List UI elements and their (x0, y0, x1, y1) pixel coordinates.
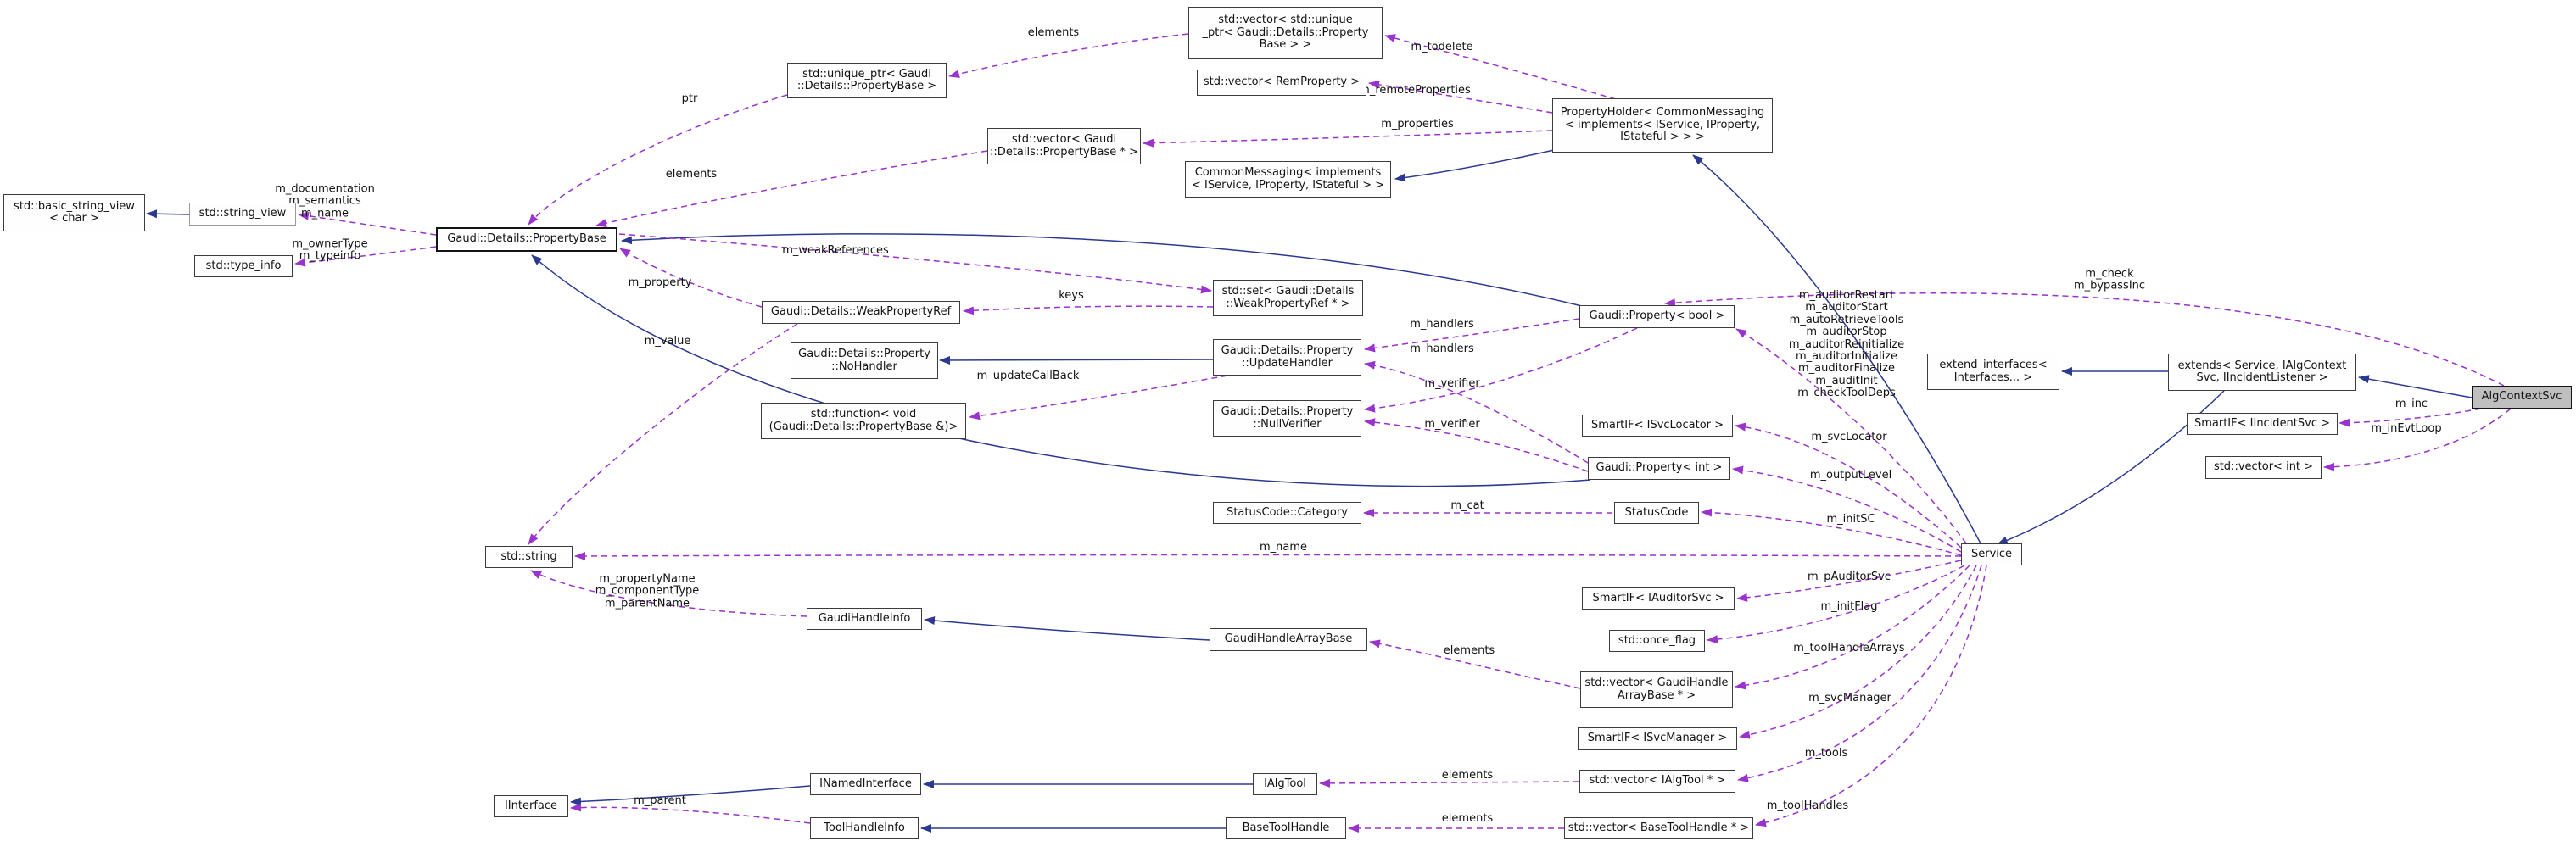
class-node-vec_rem[interactable]: std::vector< RemProperty > (1197, 70, 1366, 96)
class-node-gaudihandlearraybase[interactable]: GaudiHandleArrayBase (1210, 628, 1367, 651)
class-node-smartif_iincidentsvc[interactable]: SmartIF< IIncidentSvc > (2187, 413, 2338, 435)
class-node-extend_interfaces[interactable]: extend_interfaces< Interfaces... > (1927, 354, 2059, 390)
class-node-vec_int[interactable]: std::vector< int > (2205, 456, 2322, 479)
class-node-smartif_isvcmanager[interactable]: SmartIF< ISvcManager > (1578, 727, 1737, 750)
usage-edge-vec_ialgtool-ialgtool (1319, 778, 1580, 788)
class-node-string_view[interactable]: std::string_view (189, 203, 296, 226)
inheritance-edge-algcontextsvc-extends (2358, 375, 2473, 398)
inheritance-edge-property_int-propertybase (531, 254, 1591, 487)
usage-edge-weakpropertyref-propertybase (619, 248, 763, 308)
class-node-updatehandler[interactable]: Gaudi::Details::Property ::UpdateHandler (1213, 339, 1361, 376)
class-node-extends[interactable]: extends< Service, IAlgContext Svc, IInci… (2168, 354, 2356, 391)
class-node-uptr[interactable]: std::unique_ptr< Gaudi ::Details::Proper… (787, 63, 947, 98)
usage-edge-service-smartif_isvcmanager (1739, 565, 1977, 739)
class-node-nohandler[interactable]: Gaudi::Details::Property ::NoHandler (791, 342, 938, 379)
class-node-vec_ialgtool[interactable]: std::vector< IAlgTool * > (1579, 770, 1735, 793)
usage-edge-service-vec_ghab (1735, 565, 1970, 690)
class-node-nullverifier[interactable]: Gaudi::Details::Property ::NullVerifier (1213, 400, 1361, 437)
inheritance-edge-updatehandler-nohandler (939, 355, 1214, 365)
usage-edge-algcontextsvc-property_bool (1664, 292, 2505, 387)
class-node-statuscode[interactable]: StatusCode (1614, 502, 1699, 524)
usage-edge-property_bool-nullverifier (1364, 327, 1638, 413)
usage-edge-propertybase-set_weakref (618, 233, 1212, 294)
usage-edge-property_int-nullverifier (1364, 418, 1589, 472)
class-node-smartif_iauditorsvc[interactable]: SmartIF< IAuditorSvc > (1582, 587, 1735, 610)
inheritance-edge-gaudihandlearraybase-gaudihandleinfo (924, 616, 1210, 641)
usage-edge-propertyholder-vec_rem (1368, 80, 1553, 114)
class-node-property_int[interactable]: Gaudi::Property< int > (1588, 457, 1730, 480)
usage-edge-updatehandler-function (969, 375, 1228, 420)
inheritance-edge-service-propertyholder (1692, 154, 1981, 544)
class-node-propertyholder[interactable]: PropertyHolder< CommonMessaging < implem… (1552, 98, 1773, 153)
usage-edge-toolhandleinfo-iinterface (570, 803, 811, 824)
class-node-basic_string_view[interactable]: std::basic_string_view < char > (3, 194, 145, 231)
usage-edge-propertyholder-vec_pb_ptr (1143, 130, 1553, 148)
usage-edge-service-string (574, 551, 1962, 560)
class-node-weakpropertyref[interactable]: Gaudi::Details::WeakPropertyRef (762, 301, 960, 324)
class-node-inamedinterface[interactable]: INamedInterface (810, 773, 921, 795)
usage-edge-propertybase-string_view (298, 211, 437, 236)
class-node-set_weakref[interactable]: std::set< Gaudi::Details ::WeakPropertyR… (1213, 280, 1363, 316)
usage-edge-gaudihandleinfo-string (530, 570, 807, 617)
usage-edge-set_weakref-weakpropertyref (963, 305, 1214, 315)
class-node-vec_uptr[interactable]: std::vector< std::unique _ptr< Gaudi::De… (1188, 7, 1383, 59)
class-node-statuscode_category[interactable]: StatusCode::Category (1213, 502, 1361, 524)
class-node-vec_pb_ptr[interactable]: std::vector< Gaudi ::Details::PropertyBa… (987, 128, 1141, 164)
class-node-type_info[interactable]: std::type_info (194, 255, 293, 277)
class-node-algcontextsvc[interactable]: AlgContextSvc (2472, 386, 2572, 409)
usage-edge-vec_uptr-uptr (948, 33, 1189, 79)
class-node-toolhandleinfo[interactable]: ToolHandleInfo (810, 817, 919, 839)
class-node-once_flag[interactable]: std::once_flag (1609, 630, 1705, 652)
usage-edge-vec_pb_ptr-propertybase (595, 150, 988, 227)
usage-edge-propertyholder-vec_uptr (1384, 34, 1617, 100)
class-node-vec_basetoolhandle[interactable]: std::vector< BaseToolHandle * > (1564, 817, 1753, 839)
usage-edge-property_int-updatehandler (1364, 360, 1589, 464)
usage-edge-service-smartif_iauditorsvc (1736, 560, 1962, 602)
class-node-ialgtool[interactable]: IAlgTool (1253, 773, 1317, 795)
class-node-propertybase[interactable]: Gaudi::Details::PropertyBase (436, 227, 617, 252)
inheritance-edge-property_bool-propertybase (621, 233, 1583, 307)
class-node-service[interactable]: Service (1961, 543, 2022, 565)
inheritance-edge-inamedinterface-iinterface (570, 785, 811, 806)
inheritance-edge-propertyholder-commonmessaging (1394, 149, 1555, 182)
usage-edge-service-statuscode (1701, 508, 1962, 556)
usage-edge-algcontextsvc-vec_int (2323, 408, 2512, 471)
class-node-string[interactable]: std::string (485, 546, 573, 568)
usage-edge-algcontextsvc-smartif_iincidentsvc (2339, 408, 2482, 427)
class-node-function[interactable]: std::function< void (Gaudi::Details::Pro… (761, 403, 966, 439)
class-node-commonmessaging[interactable]: CommonMessaging< implements < IService, … (1185, 161, 1391, 198)
usage-edge-property_bool-updatehandler (1364, 318, 1580, 353)
class-node-property_bool[interactable]: Gaudi::Property< bool > (1579, 305, 1735, 328)
usage-edge-service-once_flag (1707, 565, 1965, 644)
class-node-smartif_isvclocator[interactable]: SmartIF< ISvcLocator > (1582, 415, 1733, 437)
usage-edge-service-smartif_isvclocator (1735, 422, 1962, 549)
usage-edge-weakpropertyref-string (528, 323, 798, 545)
class-node-vec_ghab[interactable]: std::vector< GaudiHandle ArrayBase * > (1580, 671, 1733, 708)
usage-edge-service-property_int (1732, 465, 1962, 553)
usage-edge-vec_ghab-gaudihandlearraybase (1369, 639, 1581, 689)
usage-edge-service-vec_ialgtool (1737, 565, 1982, 782)
usage-edge-uptr-propertybase (528, 94, 788, 226)
class-node-basetoolhandle[interactable]: BaseToolHandle (1226, 817, 1346, 839)
usage-edge-service-property_bool (1735, 328, 1967, 544)
class-node-iinterface[interactable]: IInterface (494, 795, 568, 817)
usage-edge-propertybase-type_info (294, 246, 437, 267)
class-node-gaudihandleinfo[interactable]: GaudiHandleInfo (807, 608, 922, 630)
